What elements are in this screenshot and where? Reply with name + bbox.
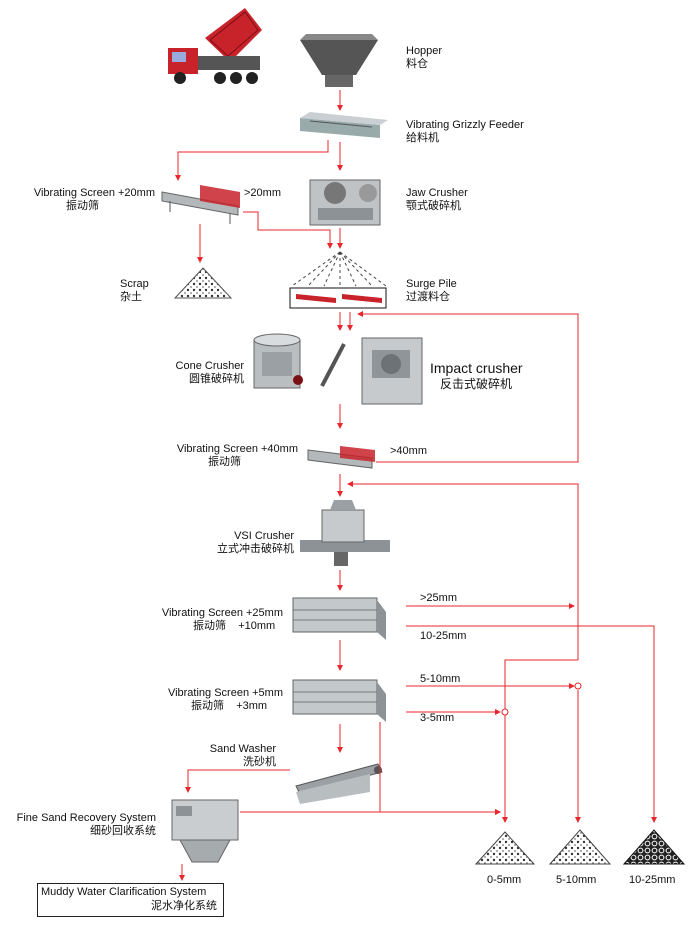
fine-label: Fine Sand Recovery System 细砂回收系统 <box>8 812 156 838</box>
vsi-cn: 立式冲击破碎机 <box>217 543 294 555</box>
scrap-en: Scrap <box>120 278 149 290</box>
screen1-label: Vibrating Screen +20mm 振动筛 <box>8 187 155 213</box>
screen4-label: Vibrating Screen +5mm 振动筛 +3mm <box>145 687 283 713</box>
impact-label: Impact crusher 反击式破碎机 <box>430 360 523 392</box>
hopper-icon <box>300 34 378 87</box>
feeder-cn: 给料机 <box>406 132 439 144</box>
screen1-en: Vibrating Screen +20mm <box>33 187 155 199</box>
muddy-en: Muddy Water Clarification System <box>41 886 207 898</box>
impact-en: Impact crusher <box>430 360 523 376</box>
surge-feeders-icon <box>296 294 382 303</box>
muddy-box: Muddy Water Clarification System 泥水净化系统 <box>37 883 224 917</box>
junction-dots <box>501 682 582 716</box>
cone-label: Cone Crusher 圆锥破碎机 <box>150 360 244 386</box>
grizzly-feeder-icon <box>300 112 388 138</box>
vsi-en: VSI Crusher <box>234 530 294 542</box>
screen3-en: Vibrating Screen +25mm <box>161 607 283 619</box>
vsi-crusher-icon <box>300 500 390 566</box>
screen1-cn: 振动筛 <box>66 200 99 212</box>
screen4-out2-label: 3-5mm <box>420 712 455 724</box>
product-label-1: 5-10mm <box>556 874 597 886</box>
impact-cn: 反击式破碎机 <box>440 377 513 391</box>
muddy-cn: 泥水净化系统 <box>151 900 217 912</box>
screen4-en: Vibrating Screen +5mm <box>167 687 283 699</box>
screen3-out1-label: >25mm <box>420 592 457 604</box>
jaw-cn: 颚式破碎机 <box>406 200 461 212</box>
vsi-label: VSI Crusher 立式冲击破碎机 <box>200 530 294 556</box>
screen3-cn: 振动筛 +10mm <box>193 620 276 632</box>
screen2-cn: 振动筛 <box>208 456 241 468</box>
screen2-label: Vibrating Screen +40mm 振动筛 <box>150 443 298 469</box>
scrap-cn: 杂土 <box>120 291 142 303</box>
vibrating-screen-1-icon <box>161 185 240 224</box>
surge-cn: 过渡料仓 <box>406 291 450 303</box>
jaw-label: Jaw Crusher 颚式破碎机 <box>406 187 468 213</box>
surge-pile-spray <box>291 251 387 287</box>
surge-label: Surge Pile 过渡料仓 <box>406 278 457 304</box>
hopper-label: Hopper 料仓 <box>406 45 442 71</box>
cone-crusher-icon <box>253 333 303 389</box>
product-pile-0-5-icon <box>474 831 536 865</box>
dump-truck-icon <box>168 8 262 84</box>
screen2-en: Vibrating Screen +40mm <box>176 443 298 455</box>
screen4-out1-label: 5-10mm <box>420 673 461 685</box>
sand-washer-icon <box>295 763 383 804</box>
washer-cn: 洗砂机 <box>243 756 276 768</box>
feeder-en: Vibrating Grizzly Feeder <box>406 119 524 131</box>
screen3-label: Vibrating Screen +25mm 振动筛 +10mm <box>135 607 283 633</box>
feeder-label: Vibrating Grizzly Feeder 给料机 <box>406 119 524 145</box>
product-pile-10-25-icon <box>622 829 686 865</box>
screen4-cn: 振动筛 +3mm <box>191 700 268 712</box>
screen2-out-label: >40mm <box>390 445 427 457</box>
scrap-label: Scrap 杂土 <box>120 278 149 304</box>
scrap-pile-icon <box>173 267 233 299</box>
surge-pile-box <box>289 287 387 309</box>
fine-cn: 细砂回收系统 <box>90 825 156 837</box>
product-pile-5-10-icon <box>548 829 612 865</box>
surge-en: Surge Pile <box>406 278 457 290</box>
washer-en: Sand Washer <box>209 743 276 755</box>
product-label-0: 0-5mm <box>487 874 522 886</box>
vibrating-screen-3-icon <box>292 597 386 640</box>
cone-en: Cone Crusher <box>175 360 244 372</box>
jaw-crusher-icon <box>309 179 381 226</box>
flow-arrows <box>175 90 657 881</box>
impact-crusher-icon <box>361 337 423 405</box>
fine-sand-recovery-icon <box>171 799 239 863</box>
fine-en: Fine Sand Recovery System <box>16 812 156 824</box>
vibrating-screen-4-icon <box>292 679 386 722</box>
vibrating-screen-2-icon <box>307 446 375 469</box>
divider-slash <box>320 343 346 387</box>
hopper-cn: 料仓 <box>406 58 428 70</box>
product-label-2: 10-25mm <box>629 874 676 886</box>
jaw-en: Jaw Crusher <box>406 187 468 199</box>
cone-cn: 圆锥破碎机 <box>189 373 244 385</box>
screen1-out-label: >20mm <box>244 187 281 199</box>
screen3-out2-label: 10-25mm <box>420 630 467 642</box>
hopper-en: Hopper <box>406 45 443 57</box>
washer-label: Sand Washer 洗砂机 <box>200 743 276 769</box>
